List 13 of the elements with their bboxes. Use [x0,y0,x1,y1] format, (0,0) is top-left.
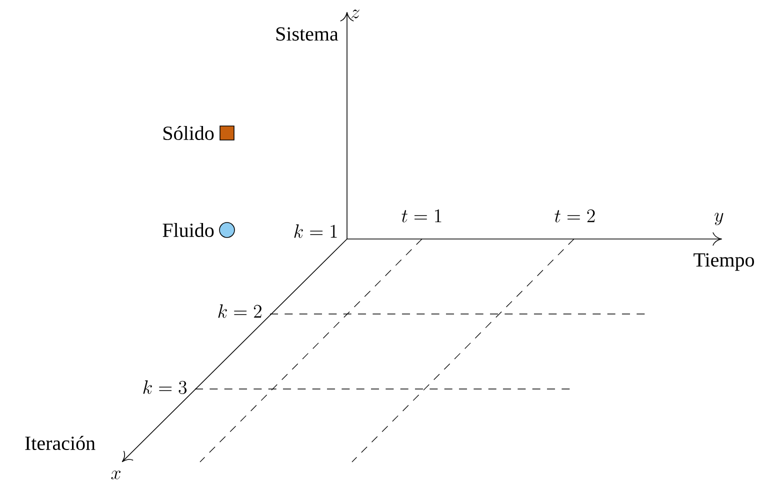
iteration-label: $k = 2$ [218,304,262,318]
axis-label: $z$ [351,10,360,18]
axis-label: Tiempo [694,253,754,271]
axis-label: Iteración [25,436,96,450]
iteration-label: $k = 3$ [143,380,187,394]
axis-label: $x$ [111,470,121,480]
iteration-label: $k = 1$ [294,224,337,238]
time-label: $t = 2$ [554,209,595,222]
time-label: $t = 1$ [402,209,442,222]
legend-label: Fluido [162,222,214,238]
legend-label: Sólido [164,126,214,140]
axis-label: $y$ [714,212,724,226]
axis-label: Sistema [276,27,338,41]
